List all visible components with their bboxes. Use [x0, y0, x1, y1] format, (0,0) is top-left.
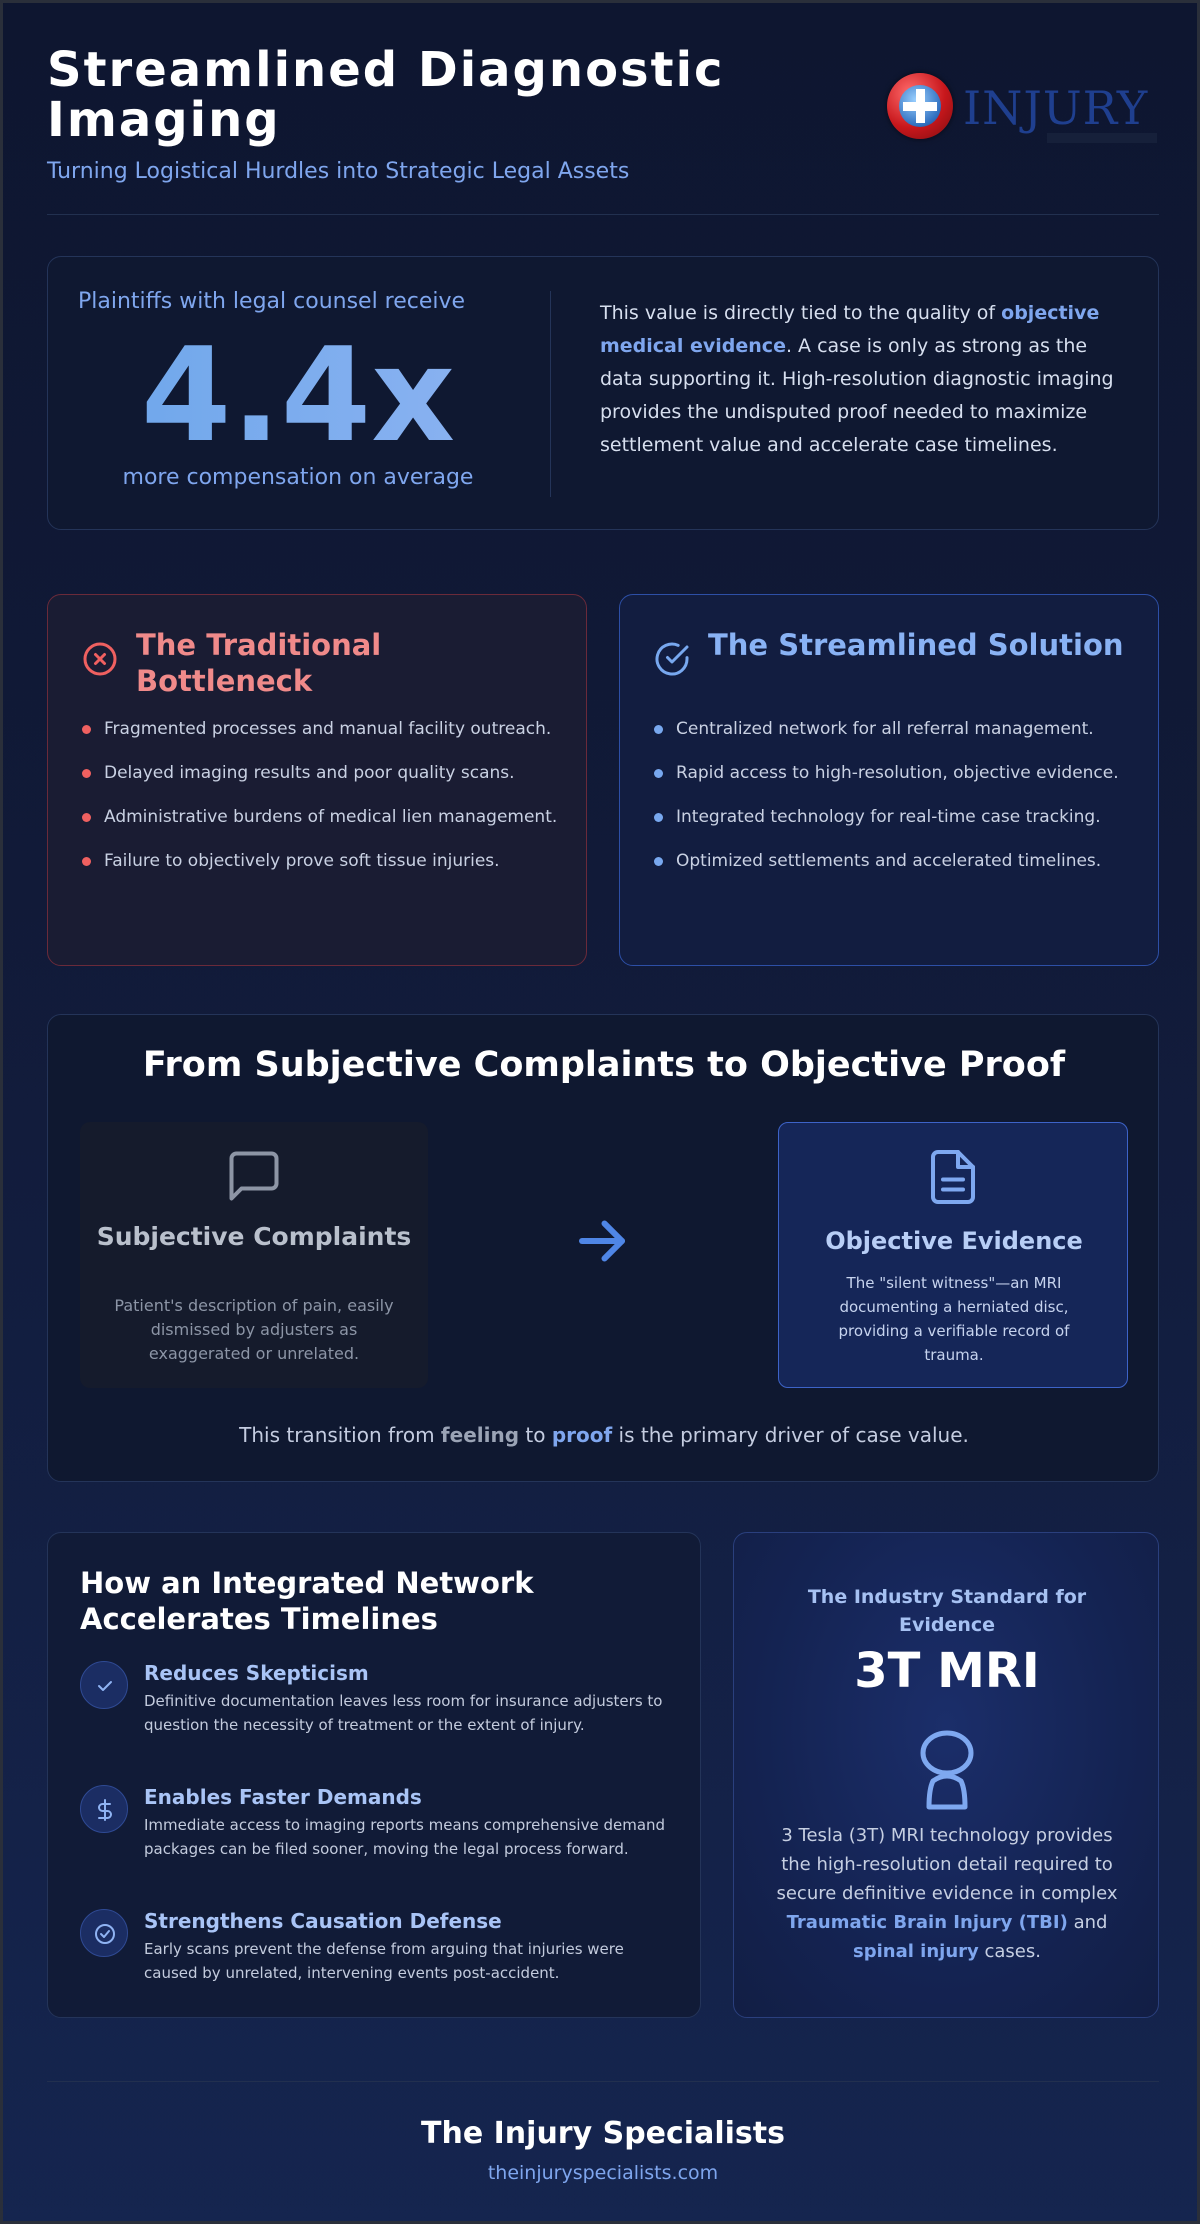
transition-footnote: This transition from feeling to proof is…	[239, 1423, 969, 1447]
list-item: Rapid access to high-resolution, objecti…	[654, 759, 1134, 787]
x-circle-icon	[83, 642, 117, 676]
stat-post-label: more compensation on average	[122, 465, 474, 490]
transition-title: From Subjective Complaints to Objective …	[142, 1045, 1066, 1085]
header: Streamlined Diagnostic Imaging Turning L…	[47, 45, 1159, 215]
stat-highlight: Plaintiffs with legal counsel receive 4.…	[48, 257, 548, 531]
network-title: How an Integrated Network Accelerates Ti…	[80, 1566, 534, 1636]
page-title: Streamlined Diagnostic Imaging	[47, 42, 725, 148]
objective-box: Objective Evidence The "silent witness"—…	[778, 1122, 1128, 1388]
subjective-box: Subjective Complaints Patient's descript…	[80, 1122, 428, 1388]
network-item-desc: Early scans prevent the defense from arg…	[144, 1940, 624, 1982]
subjective-title: Subjective Complaints	[96, 1222, 412, 1251]
stat-explanation: This value is directly tied to the quali…	[600, 302, 1114, 456]
list-item: Fragmented processes and manual facility…	[82, 715, 562, 743]
solution-title: The Streamlined Solution	[708, 628, 1124, 662]
chat-bubble-icon	[229, 1151, 279, 1201]
solution-card: The Streamlined Solution Centralized net…	[619, 594, 1159, 966]
network-item-title: Reduces Skepticism	[144, 1661, 369, 1685]
objective-desc: The "silent witness"—an MRI documenting …	[838, 1274, 1070, 1364]
check-circle-icon	[655, 642, 689, 676]
network-item-title: Strengthens Causation Defense	[144, 1909, 502, 1933]
bottleneck-list: Fragmented processes and manual facility…	[82, 715, 562, 891]
solution-header: The Streamlined Solution	[654, 627, 1134, 697]
page-subtitle: Turning Logistical Hurdles into Strategi…	[47, 159, 630, 184]
objective-title: Objective Evidence	[825, 1227, 1083, 1255]
list-item: Reduces Skepticism Definitive documentat…	[80, 1661, 680, 1761]
logo-text: INJURY	[963, 81, 1149, 135]
list-item: Enables Faster Demands Immediate access …	[80, 1785, 680, 1885]
mri-description: 3 Tesla (3T) MRI technology provides the…	[776, 1825, 1118, 1962]
footer: The Injury Specialists theinjuryspeciali…	[47, 2081, 1159, 2201]
footer-url-link[interactable]: theinjuryspecialists.com	[487, 2162, 719, 2184]
stat-card: Plaintiffs with legal counsel receive 4.…	[47, 256, 1159, 530]
mri-value: 3T MRI	[854, 1643, 1040, 1699]
stat-highlight-text: objective medical evidence	[600, 302, 1100, 357]
list-item: Strengthens Causation Defense Early scan…	[80, 1909, 680, 2009]
solution-list: Centralized network for all referral man…	[654, 715, 1134, 891]
mri-card: The Industry Standard for Evidence 3T MR…	[733, 1532, 1159, 2018]
mri-pre-label: The Industry Standard for Evidence	[807, 1586, 1087, 1636]
document-icon	[931, 1150, 975, 1204]
stat-value: 4.4x	[48, 325, 548, 465]
stat-divider	[550, 291, 551, 497]
network-item-desc: Definitive documentation leaves less roo…	[144, 1692, 663, 1734]
brain-icon	[920, 1730, 974, 1810]
footer-company-name: The Injury Specialists	[421, 2116, 785, 2151]
check-icon	[80, 1661, 128, 1709]
bottleneck-card: The Traditional Bottleneck Fragmented pr…	[47, 594, 587, 966]
dollar-icon	[80, 1785, 128, 1833]
logo[interactable]: INJURY	[887, 73, 1159, 149]
list-item: Administrative burdens of medical lien m…	[82, 803, 562, 831]
logo-subtext-bar	[1047, 133, 1157, 143]
medical-cross-icon	[887, 73, 953, 139]
network-card: How an Integrated Network Accelerates Ti…	[47, 1532, 701, 2018]
transition-section: From Subjective Complaints to Objective …	[47, 1014, 1159, 1482]
list-item: Integrated technology for real-time case…	[654, 803, 1134, 831]
list-item: Centralized network for all referral man…	[654, 715, 1134, 743]
stat-pre-label: Plaintiffs with legal counsel receive	[78, 289, 466, 314]
arrow-right-icon	[579, 1220, 625, 1262]
network-item-desc: Immediate access to imaging reports mean…	[144, 1816, 666, 1858]
bottleneck-header: The Traditional Bottleneck	[82, 627, 562, 698]
subjective-desc: Patient's description of pain, easily di…	[114, 1296, 394, 1363]
check-circle-icon	[80, 1909, 128, 1957]
bottleneck-title: The Traditional Bottleneck	[136, 628, 382, 698]
infographic: Streamlined Diagnostic Imaging Turning L…	[47, 3, 1159, 2224]
list-item: Optimized settlements and accelerated ti…	[654, 847, 1134, 875]
network-item-title: Enables Faster Demands	[144, 1785, 422, 1809]
list-item: Delayed imaging results and poor quality…	[82, 759, 562, 787]
list-item: Failure to objectively prove soft tissue…	[82, 847, 562, 875]
